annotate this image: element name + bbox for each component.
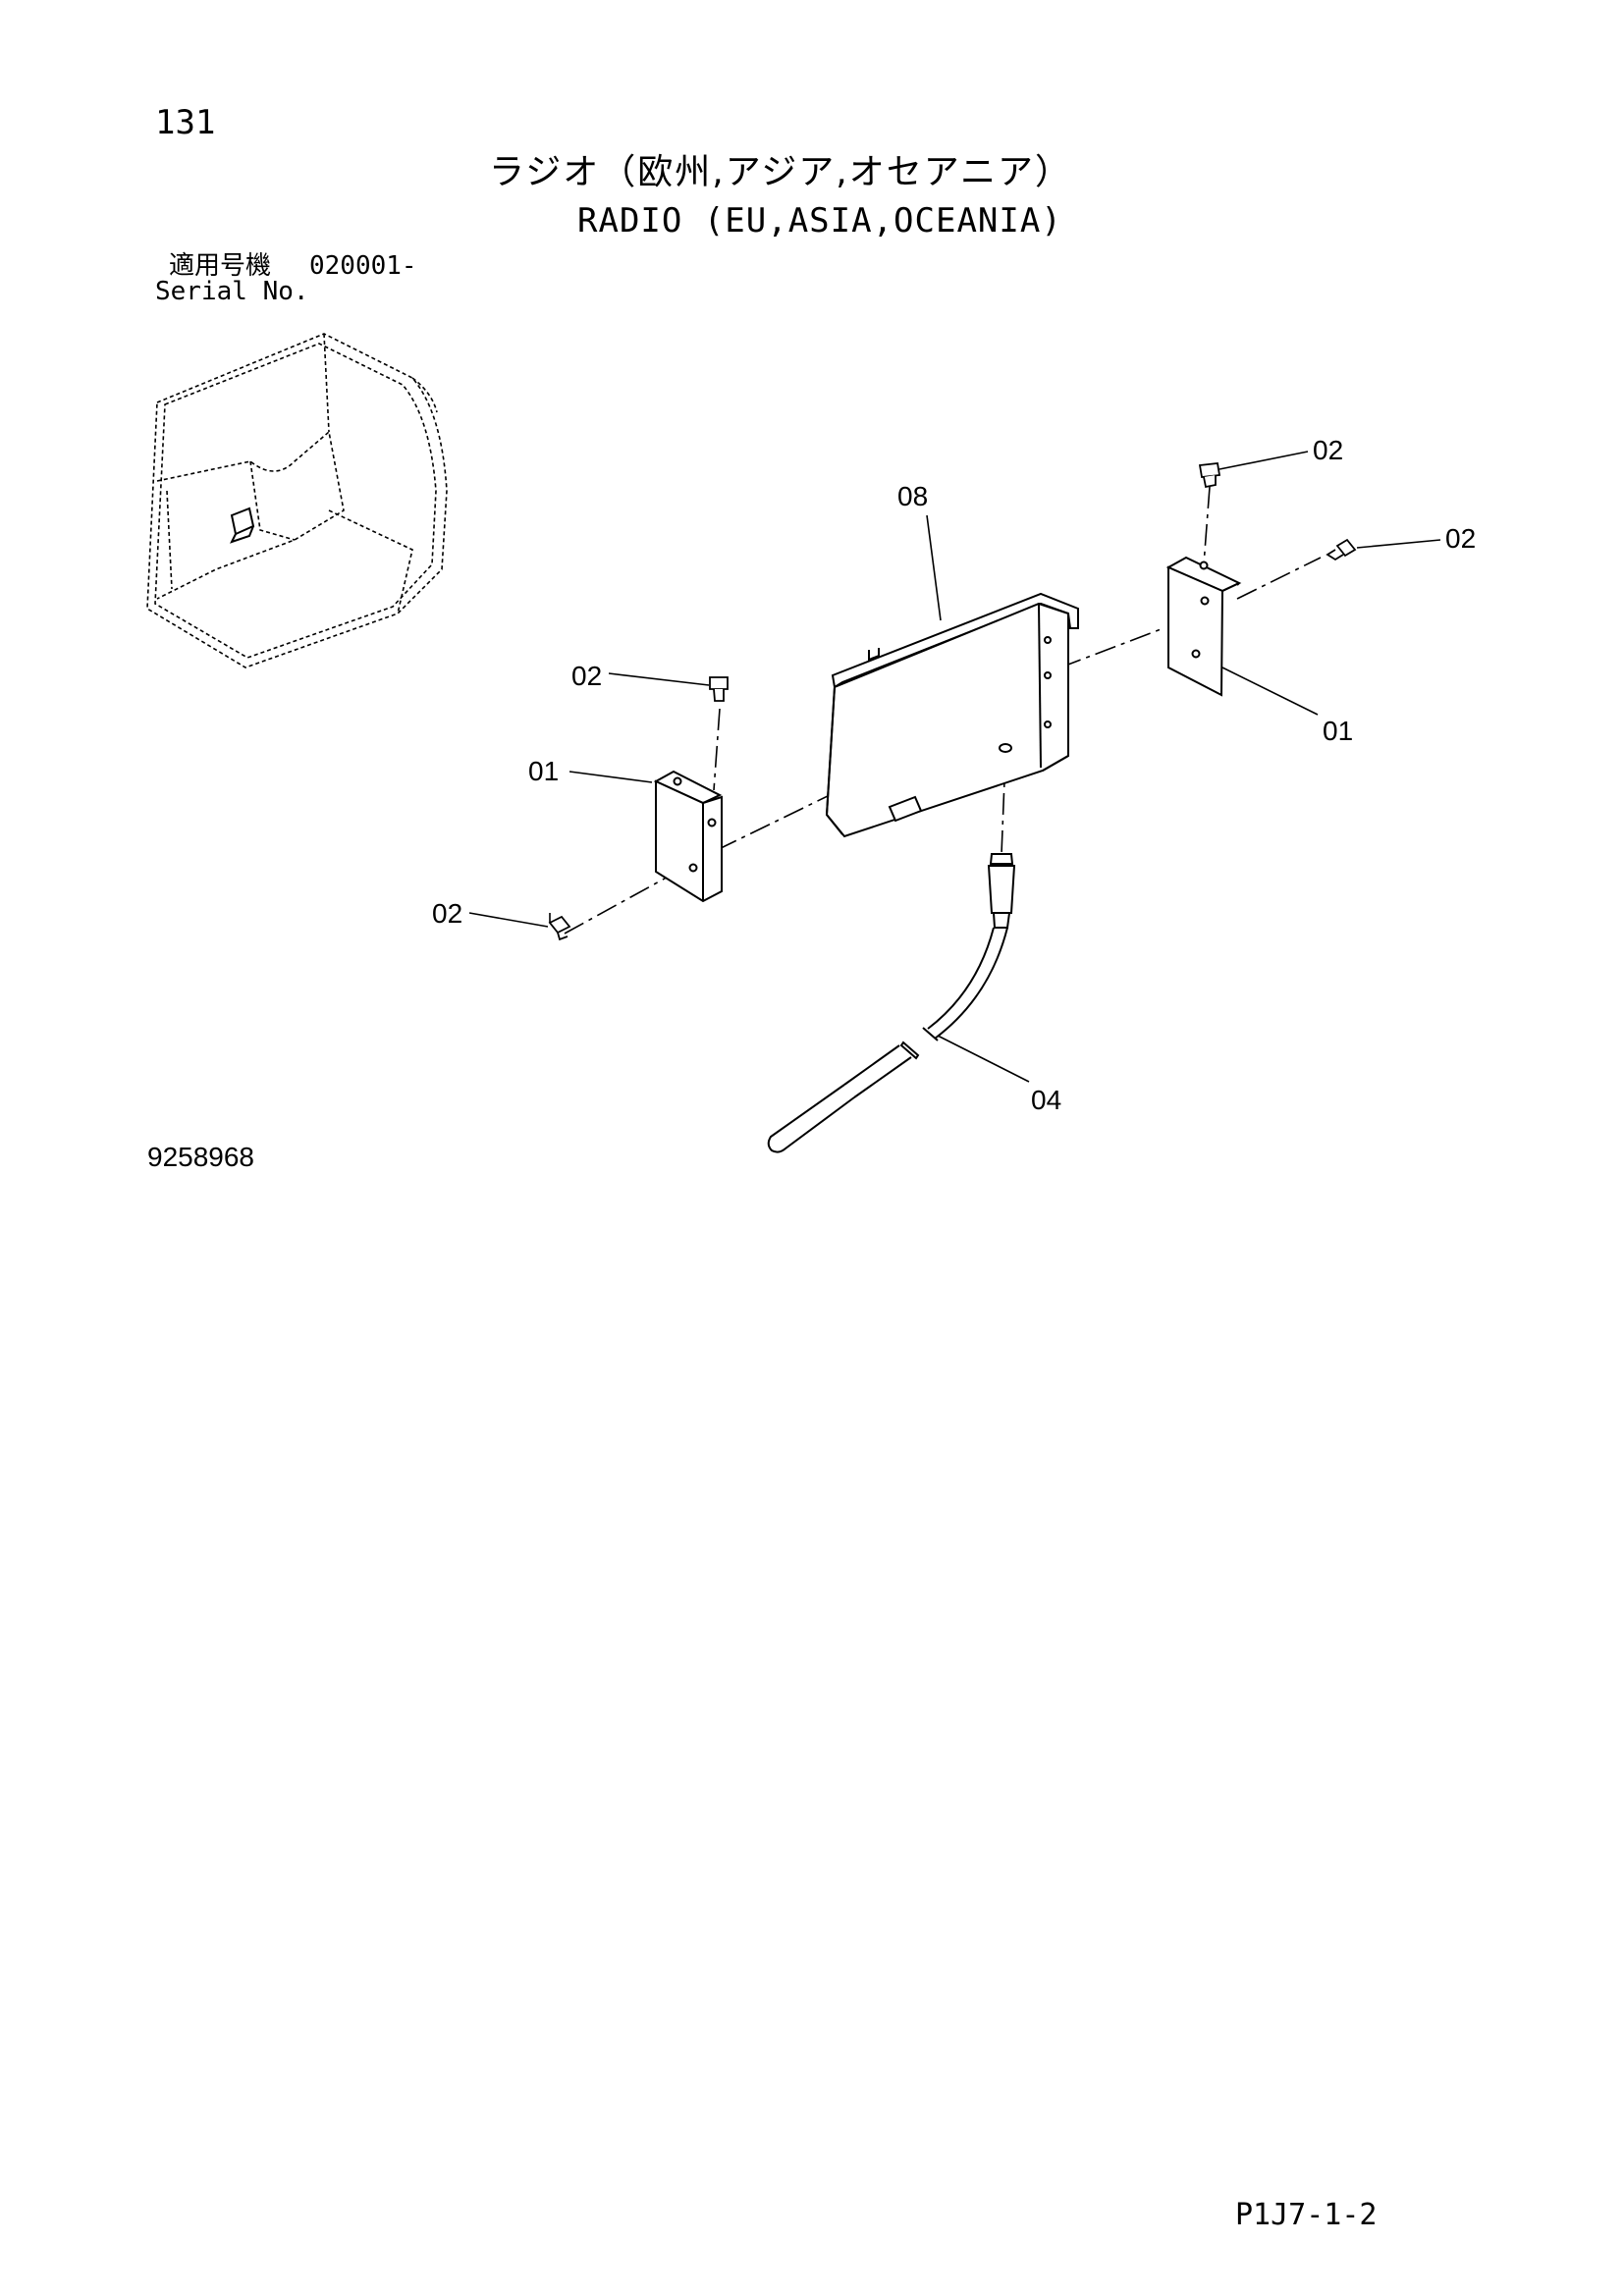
- bracket-right: [1165, 556, 1242, 697]
- antenna: [767, 853, 1016, 1153]
- callout-bracket-right: 01: [1323, 716, 1353, 746]
- callout-bracket-left: 01: [528, 756, 559, 786]
- callout-screw-left-bottom: 02: [432, 898, 462, 929]
- callout-antenna: 04: [1031, 1085, 1061, 1115]
- serial-label-en: Serial No.: [155, 277, 309, 306]
- screw-right: [1326, 538, 1357, 561]
- page-title-ja: ラジオ（欧州,アジア,オセアニア）: [489, 152, 1073, 192]
- callout-screw-top-right: 02: [1313, 435, 1343, 465]
- leader-lines: [468, 451, 1441, 1083]
- cab-location-thumbnail: [146, 333, 448, 668]
- callout-radio-housing: 08: [897, 481, 928, 511]
- page-code: P1J7-1-2: [1235, 2198, 1378, 2232]
- radio-housing: [825, 592, 1079, 838]
- page-title-en: RADIO (EU,ASIA,OCEANIA): [577, 201, 1062, 240]
- screw-top-right: [1198, 462, 1221, 489]
- bracket-left: [653, 770, 723, 903]
- screw-left-top: [709, 676, 729, 702]
- page-number: 131: [155, 103, 216, 142]
- radio-location-marker: [230, 507, 255, 544]
- figure-number: 9258968: [147, 1142, 255, 1172]
- screw-left-bottom: [548, 915, 571, 941]
- callout-screw-left-top: 02: [571, 661, 602, 691]
- serial-value: 020001-: [309, 251, 417, 281]
- serial-label-ja: 適用号機: [169, 251, 272, 281]
- callout-screw-right: 02: [1445, 523, 1476, 554]
